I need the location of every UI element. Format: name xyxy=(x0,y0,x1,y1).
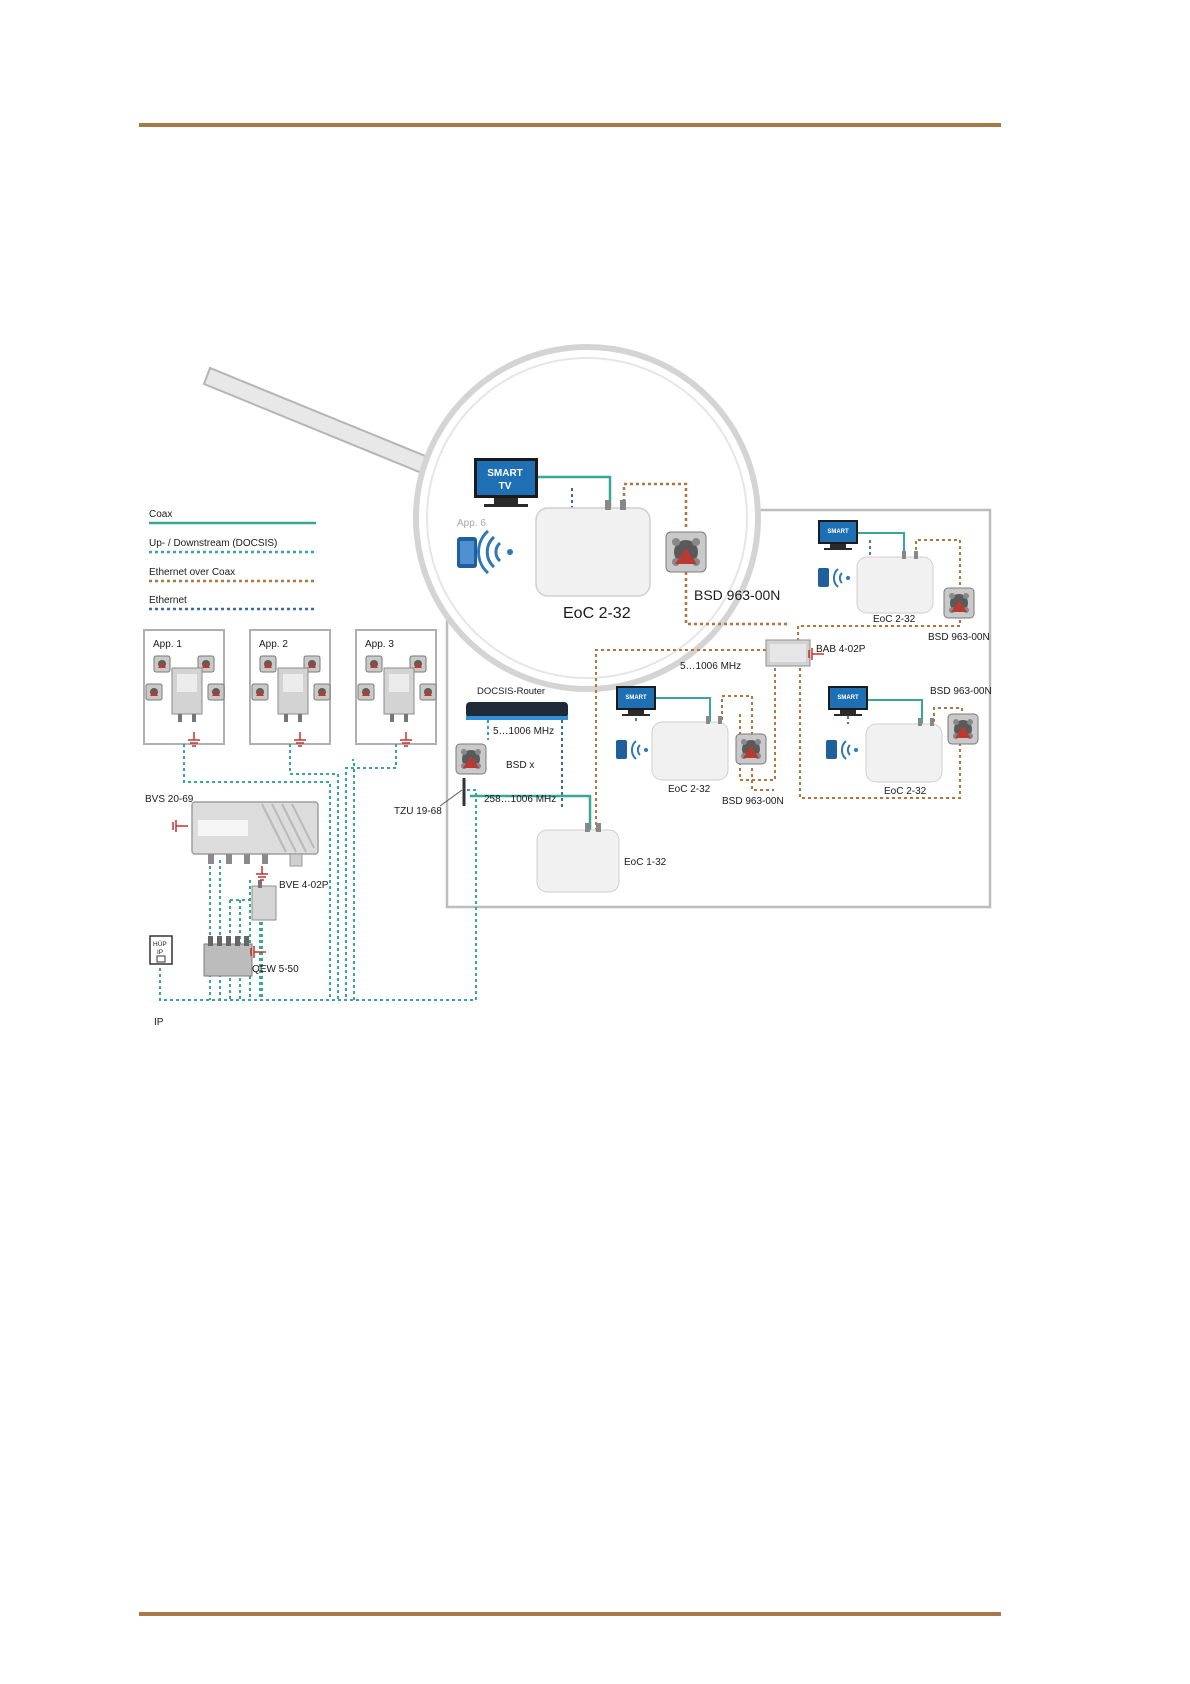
hup-box: HÜP IP IP xyxy=(149,935,173,1028)
smart-tv-main-text2: TV xyxy=(499,481,512,492)
smart-tv-main-text1: SMART xyxy=(487,468,523,479)
magnifier-handle xyxy=(202,366,442,480)
router-label: DOCSIS-Router xyxy=(477,686,545,697)
bsd-x-socket: BSD x TZU 19-68 258…1006 MHz xyxy=(394,743,592,830)
eoc-main-label: EoC 2-32 xyxy=(563,605,631,622)
app6-label: App. 6 xyxy=(457,518,486,529)
bsd-main-label: BSD 963-00N xyxy=(694,587,780,603)
bve-splitter: BVE 4-02P xyxy=(251,865,329,921)
bsd-tr-label: BSD 963-00N xyxy=(928,632,990,643)
legend: Coax Up- / Downstream (DOCSIS) Ethernet … xyxy=(149,509,316,611)
freq-router-label: 5…1006 MHz xyxy=(493,726,554,737)
smart-tv-right-text: SMART xyxy=(837,695,859,701)
apartment-3: App. 3 xyxy=(355,629,437,747)
hup-ip-label: IP xyxy=(157,949,163,956)
docsis-router: DOCSIS-Router 5…1006 MHz xyxy=(466,686,568,808)
apartment-2: App. 2 xyxy=(249,629,331,747)
right-apartment: SMART EoC 2-32 BSD 963-00N xyxy=(826,686,992,797)
freq-5-1006-label: 5…1006 MHz xyxy=(680,661,741,672)
top-rule xyxy=(139,123,1001,127)
bsd-mid-label: BSD 963-00N xyxy=(722,796,784,807)
apartment-1: App. 1 xyxy=(143,629,225,747)
app3-label: App. 3 xyxy=(365,639,394,650)
hup-label: HÜP xyxy=(153,940,167,948)
legend-coax-label: Coax xyxy=(149,509,172,520)
bsd-x-label: BSD x xyxy=(506,760,534,771)
qew-multiswitch: QEW 5-50 xyxy=(203,936,299,977)
eoc-mid-label: EoC 2-32 xyxy=(668,784,711,795)
bve-label: BVE 4-02P xyxy=(279,880,329,891)
smart-tv-tr-text: SMART xyxy=(827,529,849,535)
bvs-label: BVS 20-69 xyxy=(145,794,194,805)
app1-label: App. 1 xyxy=(153,639,182,650)
tablet-main xyxy=(457,537,477,568)
tzu-label: TZU 19-68 xyxy=(394,806,442,817)
ip-label: IP xyxy=(154,1017,164,1028)
legend-eoc-label: Ethernet over Coax xyxy=(149,567,235,578)
wifi-main xyxy=(477,529,513,575)
qew-label: QEW 5-50 xyxy=(252,964,299,975)
smart-tv-main: SMART xyxy=(474,458,538,507)
freq-258-label: 258…1006 MHz xyxy=(484,794,556,805)
bottom-rule xyxy=(139,1612,1001,1616)
mid-apartment: SMART EoC 2-32 BSD 963-00N xyxy=(616,686,784,807)
eoc-main-device: EoC 2-32 xyxy=(535,500,651,622)
bvs-amplifier: BVS 20-69 xyxy=(145,794,319,867)
eoc-1-32-device: EoC 1-32 xyxy=(536,823,667,893)
legend-ethernet-label: Ethernet xyxy=(149,595,187,606)
bsd-right-label: BSD 963-00N xyxy=(930,686,992,697)
tr-apartment: SMART EoC 2-32 BSD 963-00N xyxy=(797,520,990,646)
bab-label: BAB 4-02P xyxy=(816,644,866,655)
eoc-tr-label: EoC 2-32 xyxy=(873,614,916,625)
legend-docsis-label: Up- / Downstream (DOCSIS) xyxy=(149,538,277,549)
bsd-main-socket xyxy=(665,531,707,573)
eoc-1-32-label: EoC 1-32 xyxy=(624,857,667,868)
app2-label: App. 2 xyxy=(259,639,288,650)
smart-tv-mid-text: SMART xyxy=(625,695,647,701)
eoc-right-label: EoC 2-32 xyxy=(884,786,927,797)
